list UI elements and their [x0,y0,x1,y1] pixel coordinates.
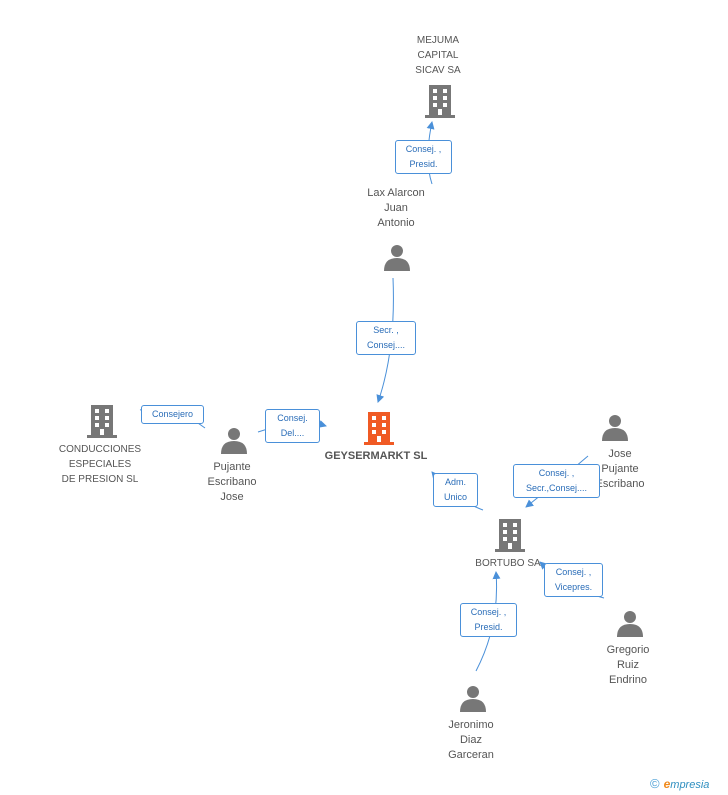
edge-label-line: Presid. [474,622,503,632]
edge-label-line: Presid. [409,159,438,169]
gregorio-label-line: Ruiz [616,659,639,671]
geysermarkt-label-line: GEYSERMARKT SL [324,450,428,462]
gregorio-label-line: Gregorio [606,644,650,656]
pujante-label-line: Escribano [207,476,257,488]
edge-label-line: Consej. [277,413,308,423]
conducciones-label-line: ESPECIALES [68,459,132,470]
jose-pujante-person-icon[interactable] [601,413,629,441]
gregorio-label-line: Endrino [609,674,647,686]
edge-label-line: Unico [443,492,467,502]
jose-pujante-label-line: Escribano [595,478,645,490]
edge-label-line: Secr. , [373,325,399,335]
pujante-label[interactable]: Pujante Escribano Jose [186,460,278,505]
edge-label-line: Consej. , [470,607,507,617]
pujante-label-line: Pujante [213,461,251,473]
jeronimo-label-line: Garceran [448,749,494,761]
pujante-person-icon[interactable] [220,426,248,454]
mejuma-label-line: CAPITAL [417,50,459,61]
jose-pujante-label-line: Pujante [601,463,639,475]
edge-label-lax-mejuma[interactable]: Consej. , Presid. [395,140,452,174]
gregorio-label[interactable]: Gregorio Ruiz Endrino [585,643,671,688]
edge-label-gregorio-bortubo[interactable]: Consej. , Vicepres. [544,563,603,597]
geysermarkt-label[interactable]: GEYSERMARKT SL [310,449,442,464]
geysermarkt-building-icon[interactable] [363,411,395,445]
edge-label-bortubo-geyser[interactable]: Adm. Unico [433,473,478,507]
edge-label-line: Adm. [444,477,466,487]
jeronimo-person-icon[interactable] [459,684,487,712]
mejuma-building-icon[interactable] [424,84,456,118]
edge-label-line: Vicepres. [554,582,593,592]
conducciones-building-icon[interactable] [86,404,118,438]
edge-label-jeronimo-bortubo[interactable]: Consej. , Presid. [460,603,517,637]
pujante-label-line: Jose [220,491,244,503]
lax-label[interactable]: Lax Alarcon Juan Antonio [350,186,442,231]
bortubo-label-line: BORTUBO SA [475,558,541,569]
jeronimo-label[interactable]: Jeronimo Diaz Garceran [428,718,514,763]
edge-label-josep-bortubo[interactable]: Consej. , Secr.,Consej.... [513,464,600,498]
gregorio-person-icon[interactable] [616,609,644,637]
brand-logo-letter: e [663,777,671,791]
jeronimo-label-line: Jeronimo [448,719,494,731]
edge-label-line: Consej. , [538,468,575,478]
edge-label-line: Consejero [151,409,194,419]
lax-label-line: Lax Alarcon [367,187,425,199]
bortubo-label[interactable]: BORTUBO SA [460,556,556,571]
jeronimo-label-line: Diaz [459,734,482,746]
brand-logo-text: mpresia [670,779,710,791]
mejuma-label[interactable]: MEJUMA CAPITAL SICAV SA [392,33,484,78]
mejuma-label-line: MEJUMA [416,35,460,46]
edge-label-lax-geyser[interactable]: Secr. , Consej.... [356,321,416,355]
lax-label-line: Antonio [377,217,415,229]
bortubo-building-icon[interactable] [494,518,526,552]
edge-label-pujante-conducciones[interactable]: Consejero [141,405,204,424]
edge-label-line: Consej. , [555,567,592,577]
edge-label-line: Del.... [280,428,305,438]
edge-label-pujante-geyser[interactable]: Consej. Del.... [265,409,320,443]
conducciones-label-line: DE PRESION SL [61,474,139,485]
copyright-icon: © [650,776,660,791]
conducciones-label-line: CONDUCCIONES [58,444,142,455]
conducciones-label[interactable]: CONDUCCIONES ESPECIALES DE PRESION SL [44,442,156,487]
edge-label-line: Consej.... [366,340,406,350]
mejuma-label-line: SICAV SA [415,65,461,76]
jose-pujante-label[interactable]: Jose Pujante Escribano [584,447,656,492]
lax-person-icon[interactable] [383,243,411,271]
edge-label-line: Consej. , [405,144,442,154]
edge-label-line: Secr.,Consej.... [525,483,588,493]
empresia-watermark[interactable]: ©empresia [650,776,709,791]
jose-pujante-label-line: Jose [608,448,632,460]
lax-label-line: Juan [384,202,408,214]
